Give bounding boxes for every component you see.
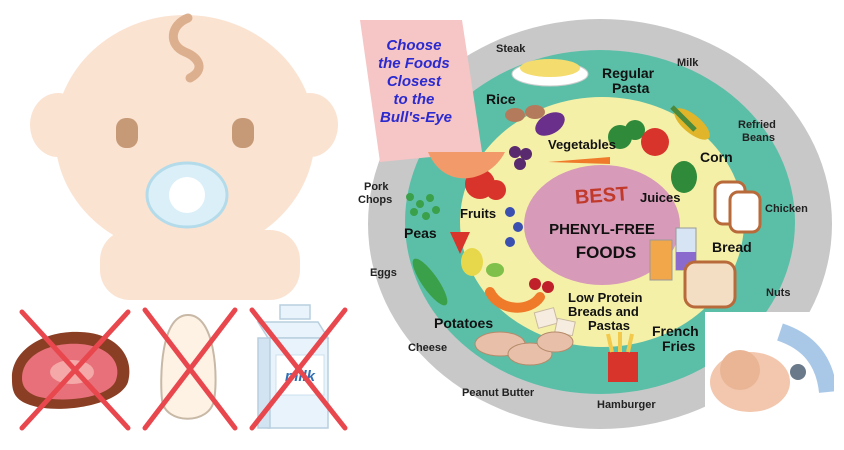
- blueberries-icon: [505, 207, 523, 247]
- juice-glasses-icon: [649, 227, 697, 281]
- tomato-icon: [641, 128, 669, 156]
- label-nuts: Nuts: [766, 287, 790, 299]
- peas-icon: [406, 193, 440, 220]
- bulls-eye-center: [524, 165, 680, 285]
- headline-banner: [360, 20, 482, 162]
- label-chicken: Chicken: [765, 203, 808, 215]
- strawberry-icon: [450, 232, 470, 254]
- pacifier-icon: [145, 161, 229, 229]
- label-corn: Corn: [700, 149, 733, 165]
- steak-icon: [11, 331, 130, 409]
- potatoes-icon: [474, 331, 574, 366]
- label-bread: Bread: [712, 239, 752, 255]
- carrot-icon: [548, 157, 610, 164]
- baby-eye-left: [116, 118, 138, 148]
- label-milk: Milk: [677, 57, 699, 69]
- bread-icon: [683, 180, 762, 309]
- label-pork-chops: Pork Chops: [358, 181, 392, 206]
- baby-hair-curl: [168, 13, 204, 83]
- melon-slice-icon: [428, 152, 505, 179]
- baby-eye-right: [232, 118, 254, 148]
- center-best: BEST: [574, 183, 629, 209]
- milk-cross-icon: [249, 307, 348, 431]
- baby-illustration: [0, 0, 350, 300]
- label-refried-beans: Refried Beans: [738, 119, 779, 144]
- baby-head: [55, 15, 315, 255]
- label-cheese: Cheese: [408, 342, 447, 354]
- eggplant-icon: [535, 112, 565, 136]
- stethoscope-icon: [790, 364, 806, 380]
- center-phenyl-free: PHENYL-FREE: [549, 221, 655, 238]
- label-french-fries: French Fries: [652, 323, 703, 354]
- headline: Choose the Foods Closest to the Bull's-E…: [378, 37, 454, 126]
- grapes-icon: [509, 146, 532, 170]
- fries-icon: [606, 332, 638, 382]
- pea-pod-icon: [412, 258, 448, 306]
- cherries-icon: [529, 278, 554, 293]
- pepper-icon: [671, 161, 697, 193]
- label-low-protein: Low Protein Breads and Pastas: [568, 290, 646, 333]
- crackers-icon: [533, 307, 576, 337]
- forbidden-foods: milk: [0, 300, 350, 445]
- label-peas: Peas: [404, 225, 437, 241]
- egg-cross-icon: [142, 307, 238, 431]
- label-fruits: Fruits: [460, 206, 496, 221]
- pasta-icon: [511, 59, 589, 87]
- center-foods: FOODS: [576, 243, 636, 262]
- label-steak: Steak: [496, 43, 526, 55]
- corn-icon: [670, 105, 710, 140]
- label-rice: Rice: [486, 91, 516, 107]
- label-juices: Juices: [640, 190, 680, 205]
- bulls-eye-chart: Choose the Foods Closest to the Bull's-E…: [350, 12, 837, 430]
- label-potatoes: Potatoes: [434, 315, 493, 331]
- label-vegetables: Vegetables: [548, 137, 616, 152]
- label-eggs: Eggs: [370, 267, 397, 279]
- label-hamburger: Hamburger: [597, 399, 656, 411]
- shrimp-icon: [485, 287, 545, 313]
- doctor-baby-photo: [705, 312, 837, 430]
- steak-cross-icon: [19, 309, 131, 431]
- pear-icon: [461, 248, 504, 277]
- mushroom-icon: [505, 105, 545, 122]
- label-peanut-butter: Peanut Butter: [462, 387, 535, 399]
- broccoli-icon: [608, 120, 645, 149]
- label-regular-pasta: Regular Pasta: [602, 65, 658, 96]
